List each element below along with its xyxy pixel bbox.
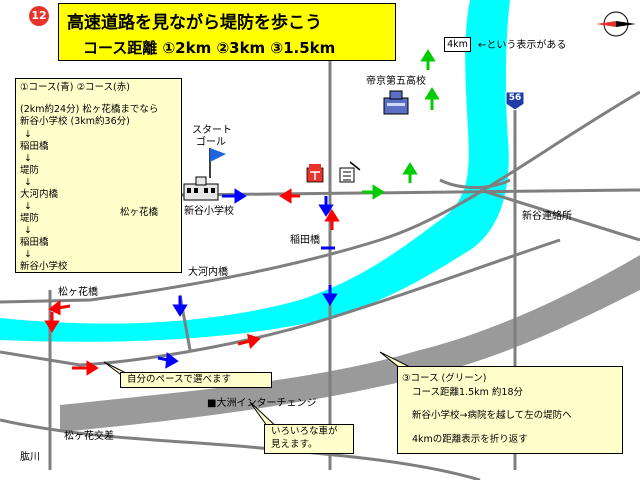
route-56-label: 56	[506, 91, 524, 109]
course-stop: ↓	[24, 177, 32, 188]
shinya-junction-label: 新谷連絡所	[522, 211, 572, 222]
km-sign: 4km	[444, 37, 471, 52]
compass-icon	[596, 11, 636, 37]
course-stop: ↓	[24, 153, 32, 164]
course-line-2: 新谷小学校 (3km約36分)	[20, 116, 130, 127]
course-line-1: (2km約24分) 松ヶ花橋までなら	[20, 104, 159, 115]
hiji-river-label: 肱川	[20, 452, 40, 463]
roads	[0, 50, 640, 480]
course-stop: ↓	[24, 225, 32, 236]
course-stop: 新谷小学校	[20, 261, 68, 272]
green-line-3: 4kmの距離表示を折り返す	[412, 434, 528, 445]
course-stop: 堤防	[20, 213, 40, 224]
course-stop: 堤防	[20, 165, 40, 176]
high-school-building-icon	[383, 90, 409, 115]
course-stop: ↓	[24, 201, 32, 212]
course-side-label: 松ヶ花橋	[120, 207, 159, 218]
matsugahana-crossing-label: 松ヶ花交差	[64, 431, 114, 442]
post-office-icon	[306, 164, 324, 183]
route-number-badge: 12	[29, 6, 49, 26]
start-goal-label-2: ゴール	[196, 137, 226, 148]
matsugahana-bridge-label: 松ヶ花橋	[58, 287, 98, 298]
green-header: ③コース (グリーン)	[402, 373, 487, 384]
course-header: ①コース(青) ②コース(赤)	[20, 82, 130, 93]
blue-route-arrows	[157, 188, 338, 369]
course-stop: ↓	[24, 249, 32, 260]
cars-text-1: いろいろな車が	[271, 426, 338, 437]
school-building-icon	[183, 176, 219, 201]
start-flag-icon	[209, 148, 226, 178]
start-goal-label-1: スタート	[192, 125, 232, 136]
course-distances: コース距離 ①2km ②3km ③1.5km	[83, 39, 336, 57]
okochi-bridge-label: 大河内橋	[188, 267, 228, 278]
course-stop: 稲田橋	[20, 141, 49, 152]
course-stop: 稲田橋	[20, 237, 49, 248]
green-line-2: 新谷小学校→病院を越して左の堤防へ	[412, 410, 572, 421]
school-label: 新谷小学校	[184, 206, 234, 217]
red-route-arrows	[44, 188, 340, 376]
high-school-label: 帝京第五高校	[366, 76, 426, 87]
expressway	[60, 255, 640, 432]
ozu-ic-label: ■大洲インターチェンジ	[207, 398, 317, 409]
route-shield-icon	[505, 91, 525, 111]
inada-bridge-label: 稲田橋	[290, 235, 320, 246]
route-56-number: 56	[508, 93, 522, 103]
course-stop: ↓	[24, 129, 32, 140]
course-stop: 大河内橋	[20, 189, 59, 200]
cars-callout: いろいろな車が 見えます。	[264, 424, 354, 454]
course-description-box: ①コース(青) ②コース(赤) (2km約24分) 松ヶ花橋までなら 新谷小学校…	[15, 78, 182, 273]
green-line-1: コース距離1.5km 約18分	[412, 387, 523, 398]
km-sign-note: ←という表示がある	[478, 40, 567, 51]
own-pace-text: 自分のペースで選べます	[127, 374, 232, 385]
green-route-arrows	[362, 49, 440, 200]
title-box: 高速道路を見ながら堤防を歩こう コース距離 ①2km ②3km ③1.5km	[58, 3, 396, 61]
own-pace-callout: 自分のペースで選べます	[120, 372, 272, 388]
cars-text-2: 見えます。	[271, 439, 318, 450]
page-title: 高速道路を見ながら堤防を歩こう	[67, 13, 322, 33]
green-course-box: ③コース (グリーン) コース距離1.5km 約18分 新谷小学校→病院を越して…	[397, 366, 623, 454]
clinic-icon	[339, 161, 361, 183]
callout-pointers	[103, 351, 413, 431]
